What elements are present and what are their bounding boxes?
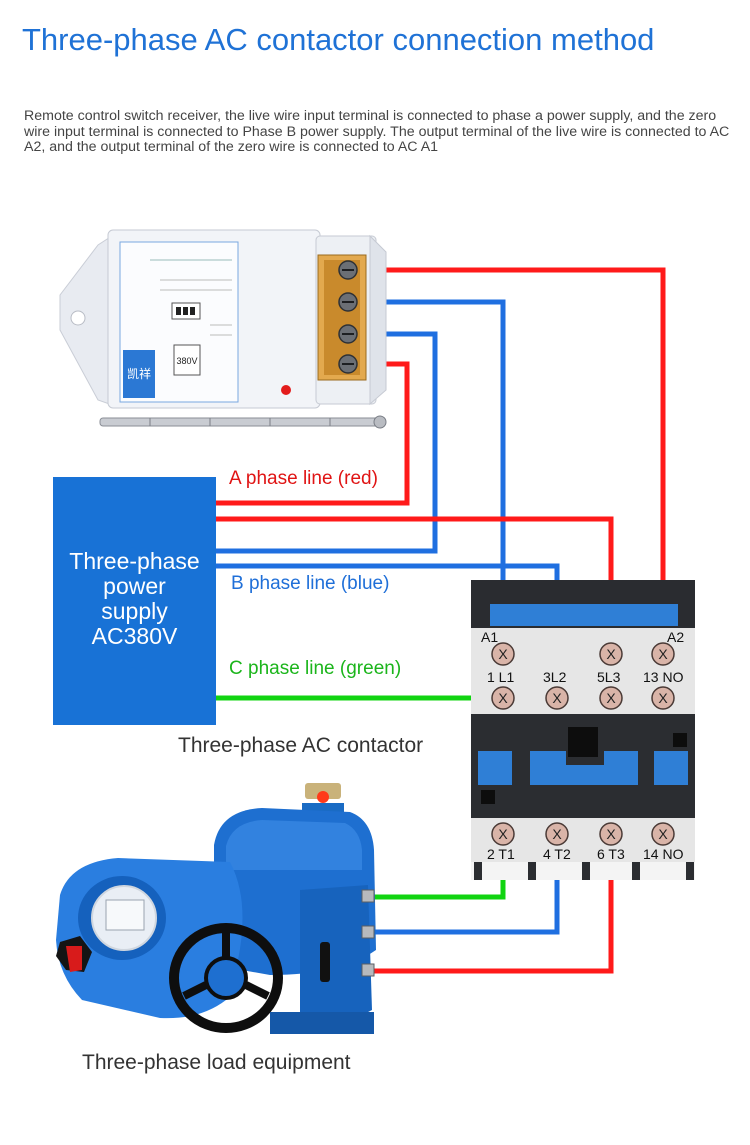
receiver-brand: 凯祥	[127, 367, 151, 381]
terminal-5l3-label: 5L3	[597, 669, 621, 685]
power-supply-box	[53, 477, 216, 725]
ac-contactor: X X X X X X X X X X X A1 A2 1 L1 3L2 5L3 13 NO 2…	[471, 580, 695, 880]
terminal-2t1-label: 2 T1	[487, 846, 515, 862]
remote-receiver: 凯祥 380V	[59, 229, 387, 429]
svg-text:X: X	[658, 690, 668, 706]
contactor-caption: Three-phase AC contactor	[178, 734, 424, 757]
terminal-13no-label: 13 NO	[643, 669, 684, 685]
svg-text:X: X	[606, 646, 616, 662]
svg-text:X: X	[552, 826, 562, 842]
terminal-14no-label: 14 NO	[643, 846, 684, 862]
b-phase-label: B phase line (blue)	[231, 573, 390, 594]
power-supply-line2: power	[103, 573, 166, 599]
receiver-voltage: 380V	[176, 356, 197, 366]
wire-t3-to-load	[368, 835, 614, 974]
page-title: Three-phase AC contactor connection meth…	[22, 22, 655, 57]
svg-text:X: X	[658, 826, 668, 842]
svg-text:X: X	[498, 826, 508, 842]
svg-text:X: X	[606, 690, 616, 706]
load-caption: Three-phase load equipment	[82, 1051, 351, 1074]
terminal-6t3-label: 6 T3	[597, 846, 625, 862]
contactor-a1-label: A1	[481, 629, 498, 645]
contactor-a2-label: A2	[667, 629, 684, 645]
power-supply-line3: supply	[101, 598, 168, 624]
wire-receiver-to-a2	[362, 267, 666, 652]
power-supply-line1: Three-phase	[69, 548, 200, 574]
description-text: Remote control switch receiver, the live…	[24, 108, 730, 156]
svg-text:X: X	[552, 690, 562, 706]
power-supply-label: Three-phase power supply AC380V	[53, 549, 216, 649]
svg-text:X: X	[498, 646, 508, 662]
wire-receiver-b-phase	[216, 331, 438, 554]
svg-text:X: X	[498, 690, 508, 706]
load-equipment	[56, 783, 376, 1034]
terminal-4t2-label: 4 T2	[543, 846, 571, 862]
svg-text:X: X	[658, 646, 668, 662]
terminal-3l2-label: 3L2	[543, 669, 567, 685]
power-supply-line4: AC380V	[91, 623, 178, 649]
a-phase-label: A phase line (red)	[229, 468, 378, 489]
terminal-1l1-label: 1 L1	[487, 669, 514, 685]
wire-receiver-to-a1	[362, 299, 506, 652]
svg-text:X: X	[606, 826, 616, 842]
c-phase-label: C phase line (green)	[229, 658, 402, 679]
